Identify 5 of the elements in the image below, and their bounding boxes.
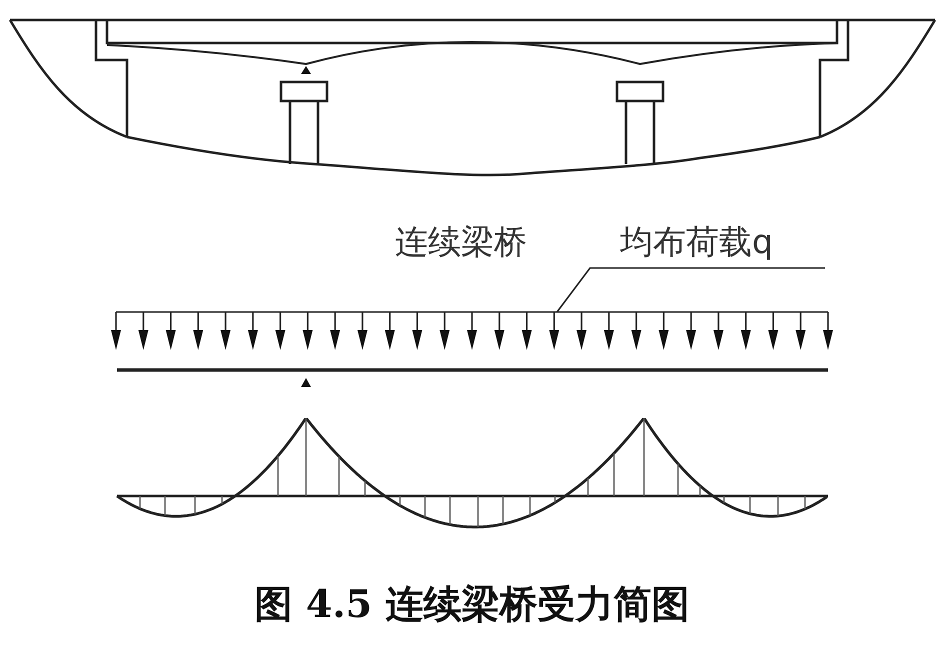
figure-caption: 图 4.5 连续梁桥受力简图 (254, 580, 690, 628)
load-label: 均布荷载q (620, 222, 825, 268)
leader-line (556, 267, 825, 312)
bridge-label: 连续梁桥 (395, 222, 527, 262)
load-arrows-drawing (111, 311, 833, 350)
